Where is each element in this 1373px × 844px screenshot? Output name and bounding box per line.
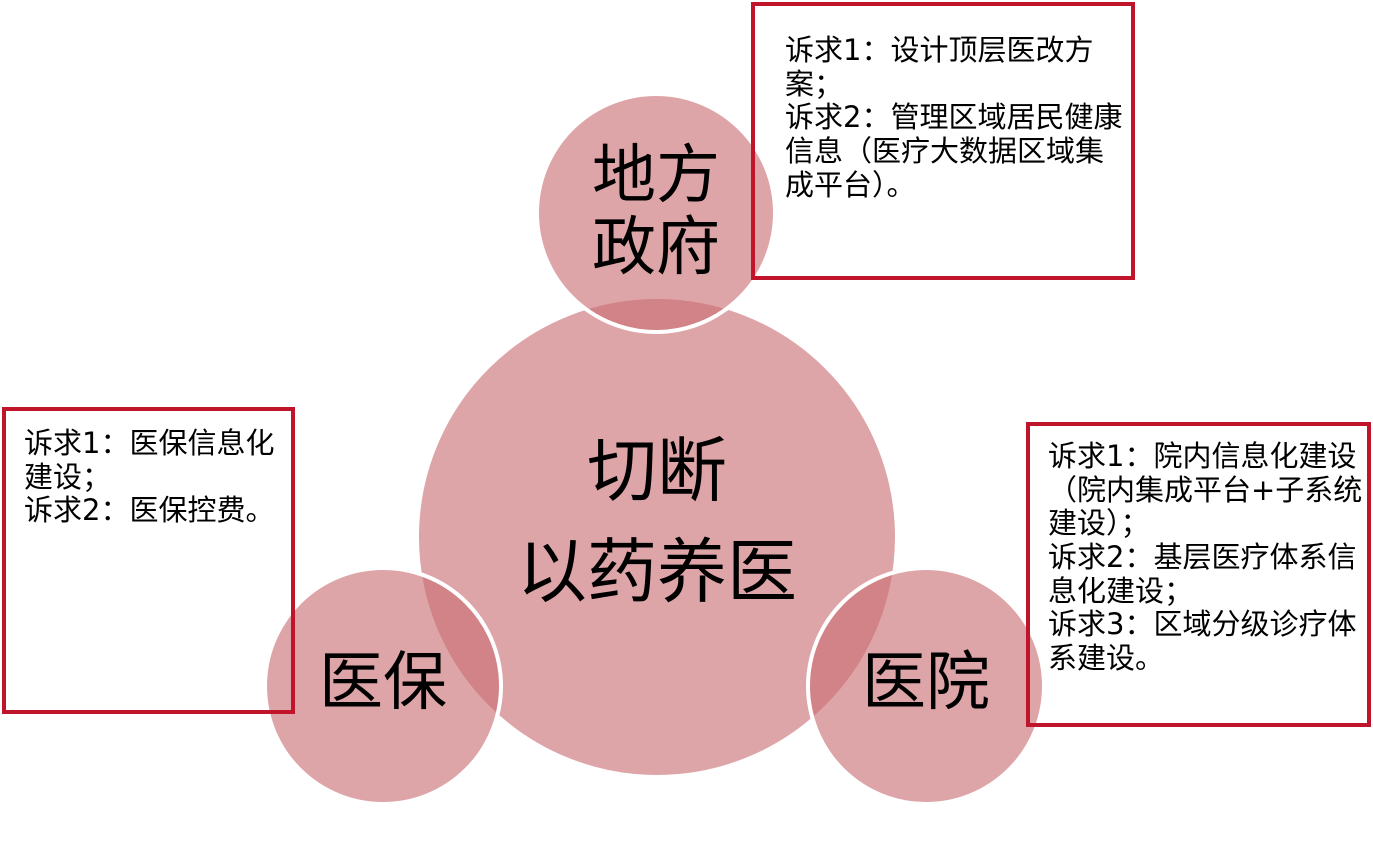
local-government-demands-text: 诉求1：设计顶层医改方案； 诉求2：管理区域居民健康信息（医疗大数据区域集成平台… [785, 33, 1123, 202]
local-government-demands-box: 诉求1：设计顶层医改方案； 诉求2：管理区域居民健康信息（医疗大数据区域集成平台… [751, 2, 1135, 280]
medical-insurance-circle: 医保 [263, 566, 503, 806]
hospital-demands-text: 诉求1：院内信息化建设（院内集成平台+子系统建设）； 诉求2：基层医疗体系信息化… [1048, 439, 1363, 675]
hospital-circle: 医院 [806, 566, 1046, 806]
medical-insurance-demands-text: 诉求1：医保信息化建设； 诉求2：医保控费。 [24, 426, 275, 528]
center-label: 切断 以药养医 [517, 429, 797, 614]
local-government-circle: 地方 政府 [535, 92, 777, 334]
hospital-label: 医院 [862, 646, 990, 721]
medical-insurance-label: 医保 [319, 646, 447, 721]
medical-insurance-demands-box: 诉求1：医保信息化建设； 诉求2：医保控费。 [2, 407, 295, 714]
hospital-demands-box: 诉求1：院内信息化建设（院内集成平台+子系统建设）； 诉求2：基层医疗体系信息化… [1026, 422, 1371, 727]
local-government-label: 地方 政府 [592, 139, 720, 285]
